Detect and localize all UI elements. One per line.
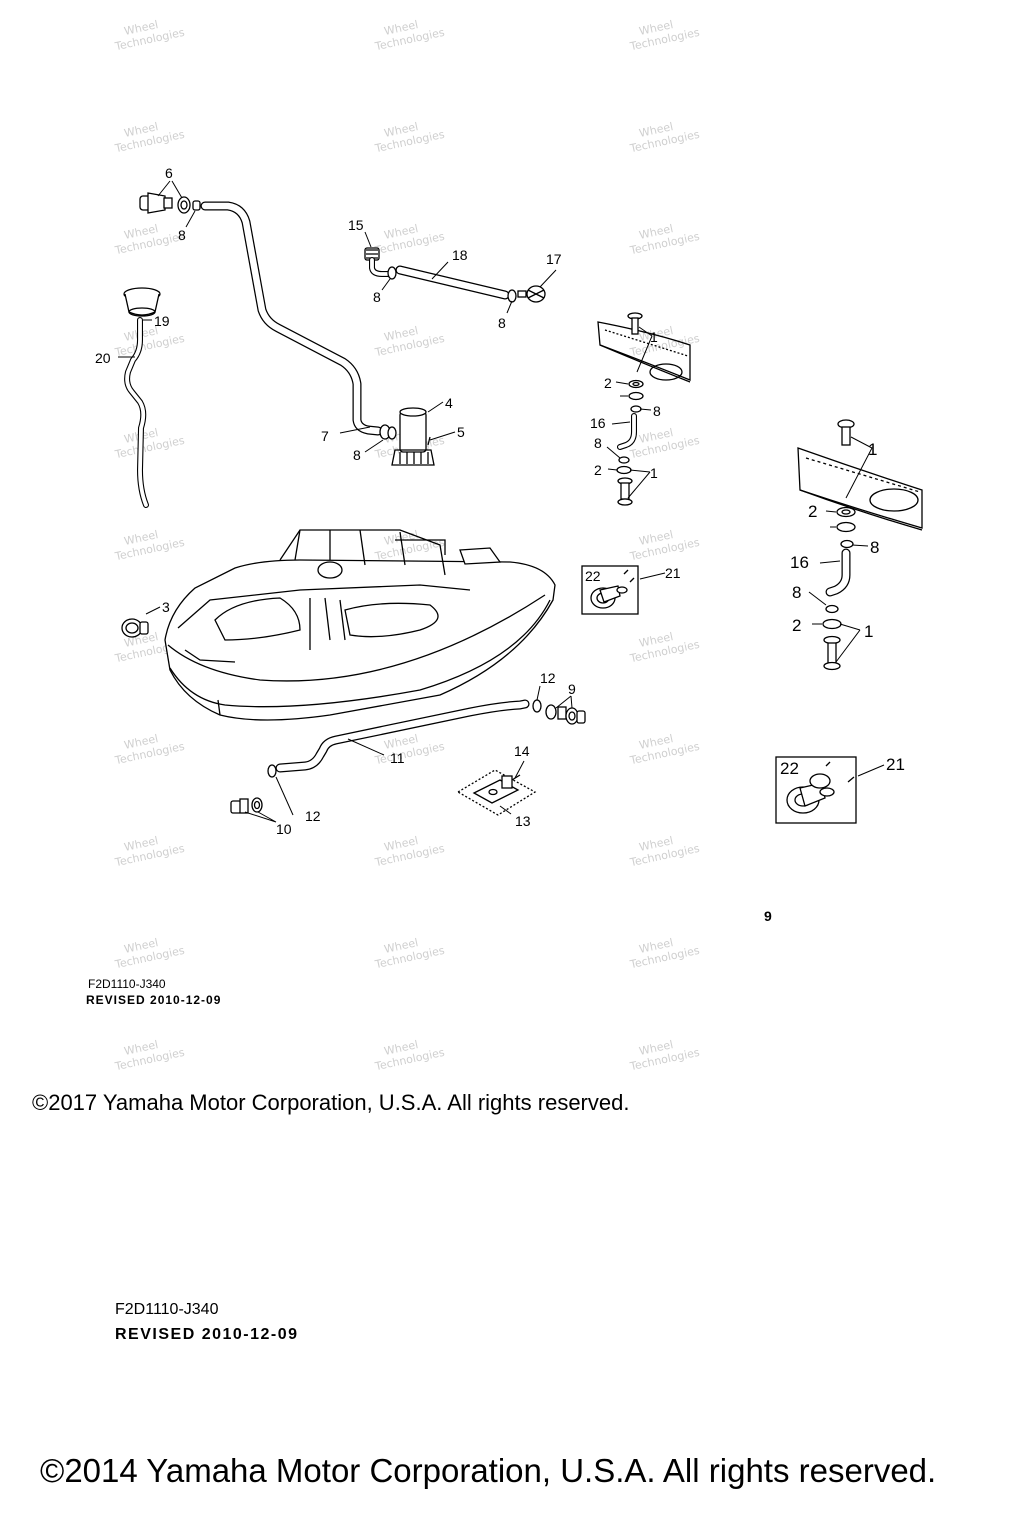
callout-4: 4 bbox=[445, 395, 453, 411]
detail-box-large bbox=[775, 756, 857, 824]
callout-19: 19 bbox=[154, 313, 170, 329]
callout-1: 1 bbox=[650, 329, 658, 345]
callout-8: 8 bbox=[870, 538, 879, 557]
fitting-17 bbox=[517, 285, 546, 303]
boat-hull bbox=[164, 529, 556, 721]
bracket-13 bbox=[456, 769, 537, 816]
callout-2: 2 bbox=[594, 462, 602, 478]
copyright-notice: ©2017 Yamaha Motor Corporation, U.S.A. A… bbox=[32, 1090, 630, 1115]
callout-20: 20 bbox=[95, 350, 111, 366]
callout-6: 6 bbox=[165, 165, 173, 181]
drain-plug-3 bbox=[121, 618, 149, 638]
deck-panel-small bbox=[597, 321, 691, 383]
callout-labels: 6 8 15 18 17 8 8 19 20 4 7 5 8 3 1 2 8 1… bbox=[95, 165, 905, 837]
vent-15 bbox=[364, 247, 391, 277]
callout-14: 14 bbox=[514, 743, 530, 759]
callout-2: 2 bbox=[808, 502, 817, 521]
callout-1: 1 bbox=[650, 465, 658, 481]
callout-3: 3 bbox=[162, 599, 170, 615]
callout-21: 21 bbox=[886, 755, 905, 774]
callout-21: 21 bbox=[665, 565, 681, 581]
callout-8: 8 bbox=[373, 289, 381, 305]
callout-8: 8 bbox=[353, 447, 361, 463]
part-6-fitting bbox=[139, 192, 201, 214]
callout-8: 8 bbox=[653, 403, 661, 419]
callout-9: 9 bbox=[568, 681, 576, 697]
callout-8: 8 bbox=[594, 435, 602, 451]
hose-20 bbox=[124, 317, 149, 508]
callout-15: 15 bbox=[348, 217, 364, 233]
callout-12: 12 bbox=[540, 670, 556, 686]
fitting-1-bottom-small bbox=[617, 477, 633, 506]
callout-8: 8 bbox=[178, 227, 186, 243]
callout-5: 5 bbox=[457, 424, 465, 440]
revision-date: REVISED 2010-12-09 bbox=[115, 1326, 299, 1343]
fitting-1-bottom-large bbox=[823, 635, 841, 671]
fitting-10 bbox=[230, 797, 263, 814]
callout-22: 22 bbox=[585, 568, 601, 584]
callout-12: 12 bbox=[305, 808, 321, 824]
callout-16: 16 bbox=[790, 553, 809, 572]
hose-7 bbox=[200, 201, 383, 436]
diagram-code: F2D1110-J340 bbox=[115, 1301, 219, 1318]
bilge-pump-4 bbox=[391, 407, 435, 466]
callout-17: 17 bbox=[546, 251, 562, 267]
filler-neck-19 bbox=[123, 287, 161, 317]
callout-10: 10 bbox=[276, 821, 292, 837]
callout-16: 16 bbox=[590, 415, 606, 431]
deck-panel-large bbox=[797, 447, 923, 531]
diagram-code: F2D1110-J340 bbox=[88, 977, 166, 991]
callout-2: 2 bbox=[792, 616, 801, 635]
detail-box-small bbox=[581, 565, 639, 615]
callout-7: 7 bbox=[321, 428, 329, 444]
fitting-9 bbox=[545, 704, 586, 725]
callout-22: 22 bbox=[780, 759, 799, 778]
callout-18: 18 bbox=[452, 247, 468, 263]
callout-2: 2 bbox=[604, 375, 612, 391]
callout-11: 11 bbox=[390, 750, 405, 766]
stray-mark: 9 bbox=[764, 908, 772, 924]
callout-1: 1 bbox=[864, 622, 873, 641]
callout-8: 8 bbox=[792, 583, 801, 602]
callout-8: 8 bbox=[498, 315, 506, 331]
revision-date: REVISED 2010-12-09 bbox=[86, 993, 222, 1007]
callout-13: 13 bbox=[515, 813, 531, 829]
fitting-1-top-large bbox=[837, 419, 855, 446]
callout-1: 1 bbox=[868, 440, 877, 459]
fitting-1-top-small bbox=[627, 312, 643, 335]
hose-11 bbox=[275, 699, 530, 773]
copyright-notice: ©2014 Yamaha Motor Corporation, U.S.A. A… bbox=[40, 1452, 937, 1489]
